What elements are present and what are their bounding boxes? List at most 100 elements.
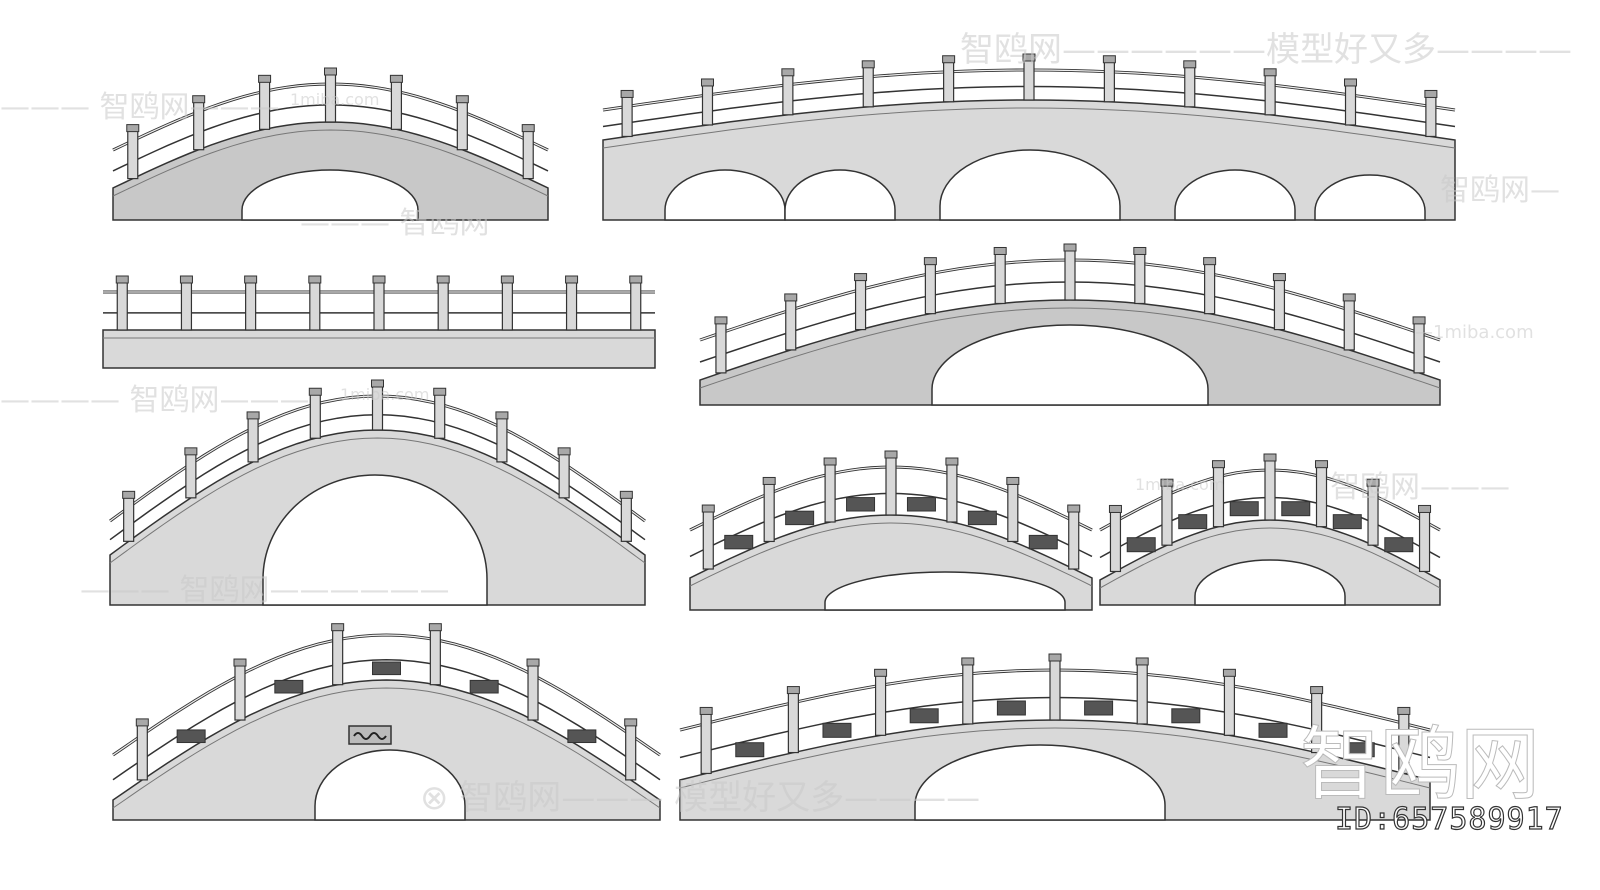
railing-panel [274, 679, 304, 694]
post-cap [629, 275, 643, 284]
bridge-2 [602, 53, 1456, 221]
post-cap [122, 490, 136, 499]
railing-post [1425, 95, 1437, 138]
bridge-9 [679, 653, 1431, 821]
railing-post [527, 664, 539, 721]
post-cap [1222, 668, 1236, 677]
deck-edge [112, 687, 661, 809]
post-cap [372, 275, 386, 284]
railing-mid [112, 659, 661, 781]
railing-post [193, 101, 205, 151]
railing-panel [996, 700, 1026, 716]
railing-post [1007, 482, 1019, 543]
railing-panel [372, 661, 401, 676]
post-cap [1263, 68, 1277, 77]
railing-post [787, 691, 799, 754]
railing-post [1418, 510, 1431, 573]
railing-post [621, 95, 633, 138]
post-cap [854, 273, 868, 282]
post-cap [233, 658, 247, 667]
post-cap [786, 686, 800, 695]
railing-post [946, 463, 958, 523]
post-cap [1211, 460, 1225, 469]
post-cap [1135, 657, 1149, 666]
railing-post [456, 101, 468, 151]
post-cap [135, 718, 149, 727]
railing-post [1109, 510, 1122, 573]
railing-post [1064, 249, 1076, 301]
railing-panel [1345, 742, 1375, 758]
post-cap [179, 275, 193, 284]
railing-post [136, 724, 148, 781]
post-cap [1412, 316, 1426, 325]
bridge-body [102, 329, 656, 369]
post-cap [1183, 60, 1197, 69]
railing-post [1212, 466, 1225, 528]
railing-post [247, 417, 259, 463]
post-cap [1424, 89, 1438, 98]
railing-post [373, 281, 385, 331]
post-cap [1203, 257, 1217, 266]
railing-post [702, 510, 714, 570]
railing-post [1103, 61, 1115, 103]
post-cap [1108, 504, 1122, 513]
post-cap [184, 447, 198, 456]
post-cap [557, 447, 571, 456]
railing-post [1023, 59, 1035, 101]
arch-opening [1314, 174, 1426, 221]
post-cap [331, 623, 345, 632]
railing-post [332, 629, 344, 686]
deck-edge [1099, 527, 1441, 589]
post-cap [624, 718, 638, 727]
post-cap [1102, 55, 1116, 64]
arch-opening [931, 324, 1209, 406]
railing-panel [1258, 722, 1288, 738]
bridge-5 [109, 379, 646, 606]
post-cap [1418, 504, 1432, 513]
railing-post [943, 61, 955, 103]
model-id-label: ID:657589917 [1334, 801, 1564, 837]
post-cap [428, 623, 442, 632]
railing-post [885, 456, 897, 516]
railing-post [429, 629, 441, 686]
railing-post [1264, 459, 1276, 521]
post-cap [192, 95, 206, 104]
railing-post [1161, 484, 1173, 546]
railing-panel [176, 729, 206, 744]
railing-post [701, 84, 714, 126]
railing-post [127, 130, 139, 180]
railing-post [924, 263, 936, 315]
railing-post [123, 496, 135, 542]
arch-opening [1194, 559, 1346, 606]
railing-panel [906, 497, 936, 512]
post-cap [1342, 293, 1356, 302]
railing-panel [785, 510, 815, 526]
post-cap [1315, 460, 1329, 469]
railing-post [824, 463, 836, 523]
railing-panel [1171, 708, 1201, 724]
railing-panel [1126, 537, 1156, 553]
post-cap [961, 657, 975, 666]
railing-post [1398, 712, 1410, 775]
railing-post [1315, 466, 1328, 528]
bridge-1 [112, 67, 549, 221]
railing-panel [1332, 514, 1362, 530]
railing-post [258, 80, 271, 130]
railing-panel [724, 534, 754, 550]
arch-opening [824, 571, 1066, 611]
post-cap [1397, 706, 1411, 715]
bridge-8 [112, 623, 661, 821]
deck-edge [109, 437, 646, 564]
railing-post [1204, 263, 1216, 315]
post-cap [495, 411, 509, 420]
railing-post [324, 73, 337, 123]
post-cap [823, 457, 837, 466]
post-cap [371, 379, 384, 388]
post-cap [714, 316, 728, 325]
railing-post [1223, 674, 1236, 736]
post-cap [993, 246, 1007, 255]
post-cap [874, 668, 888, 677]
railing-post [630, 281, 642, 331]
railing-post [522, 130, 534, 180]
railing-post [1264, 74, 1276, 116]
